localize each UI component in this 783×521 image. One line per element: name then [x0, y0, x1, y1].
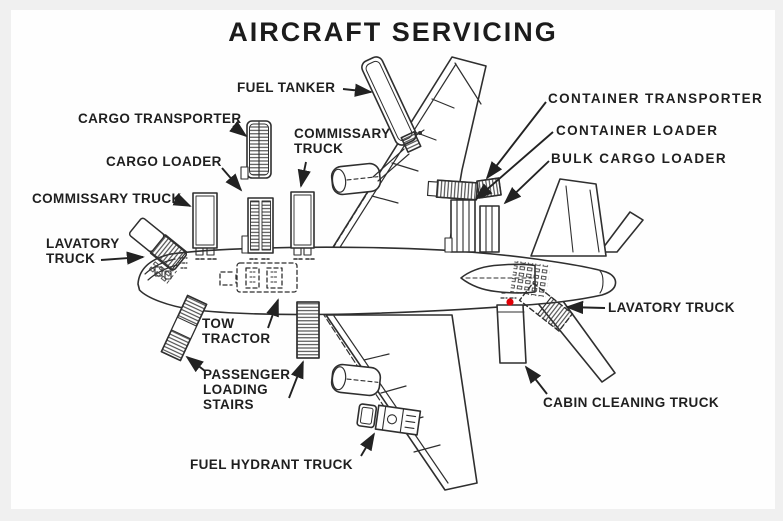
- engine-pod-lower: [330, 363, 382, 397]
- label-lavatory-truck-right: LAVATORY TRUCK: [608, 300, 735, 315]
- commissary-truck-upper-vehicle: [290, 191, 315, 260]
- label-fuel-tanker: FUEL TANKER: [237, 80, 336, 95]
- cargo-transporter-vehicle: [240, 120, 272, 180]
- upper-stabilizer: [599, 211, 644, 253]
- label-cargo-loader: CARGO LOADER: [106, 154, 222, 169]
- cabin-cleaning-truck-vehicle: [496, 292, 527, 364]
- label-container-transporter: CONTAINER TRANSPORTER: [548, 91, 764, 106]
- label-container-loader: CONTAINER LOADER: [556, 123, 719, 138]
- container-loader-vehicle: [444, 199, 476, 253]
- passenger-stairs-right: [296, 301, 320, 359]
- service-panel-hatch: [510, 260, 551, 298]
- label-cabin-cleaning-truck: CABIN CLEANING TRUCK: [543, 395, 719, 410]
- cargo-loader-vehicle: [241, 197, 274, 260]
- label-passenger-loading-stairs: PASSENGER LOADING STAIRS: [203, 367, 291, 413]
- engine-pod-upper: [330, 162, 382, 196]
- label-fuel-hydrant-truck: FUEL HYDRANT TRUCK: [190, 457, 353, 472]
- vertical-fin: [530, 178, 607, 257]
- label-commissary-truck-left: COMMISSARY TRUCK: [32, 191, 182, 206]
- lavatory-truck-left-vehicle: [128, 217, 188, 286]
- bulk-cargo-loader-vehicle: [479, 205, 500, 253]
- red-dot-marker: [506, 298, 514, 306]
- label-bulk-cargo-loader: BULK CARGO LOADER: [551, 151, 728, 166]
- label-tow-tractor: TOW TRACTOR: [202, 316, 271, 347]
- passenger-stairs-left: [160, 294, 208, 362]
- label-commissary-truck-upper: COMMISSARY TRUCK: [294, 126, 391, 157]
- lavatory-truck-right-vehicle: [518, 282, 574, 332]
- leader-arrows: [100, 83, 606, 457]
- fuel-tanker-vehicle: [361, 56, 425, 182]
- label-lavatory-truck-left: LAVATORY TRUCK: [46, 236, 120, 267]
- tow-tractor-vehicle: [219, 262, 298, 293]
- fuel-hydrant-truck-vehicle: [356, 403, 422, 436]
- container-transporter-vehicle: [426, 177, 502, 201]
- page-title: AIRCRAFT SERVICING: [228, 17, 558, 47]
- lower-wing: [321, 311, 478, 491]
- label-cargo-transporter: CARGO TRANSPORTER: [78, 111, 242, 126]
- commissary-truck-left-vehicle: [192, 192, 218, 260]
